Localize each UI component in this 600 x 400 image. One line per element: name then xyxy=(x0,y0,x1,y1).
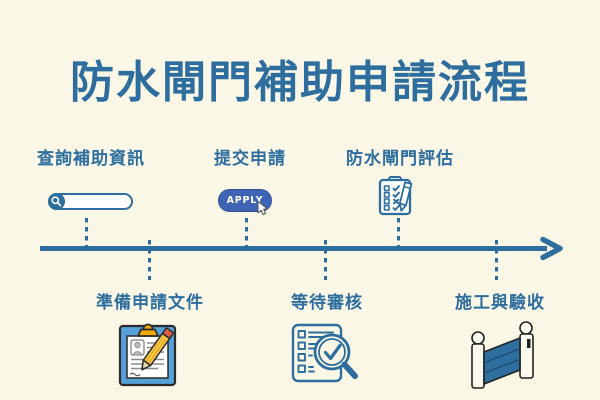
apply-button-label: APPLY xyxy=(226,195,264,206)
step3-label-submit-application: 提交申請 xyxy=(214,149,286,169)
step2-label-prepare-documents: 準備申請文件 xyxy=(96,293,204,313)
page-title: 防水閘門補助申請流程 xyxy=(70,57,530,108)
clipboard-pencil-icon xyxy=(118,323,177,387)
connector-dotted-line xyxy=(245,218,248,248)
connector-dotted-line xyxy=(85,218,88,248)
assessment-clipboard-icon xyxy=(378,176,413,216)
connector-dotted-line xyxy=(495,240,498,280)
checklist-magnifier-icon xyxy=(291,323,358,383)
search-bar-icon xyxy=(48,193,133,210)
connector-dotted-line xyxy=(397,218,400,248)
step5-label-floodgate-assessment: 防水閘門評估 xyxy=(346,149,454,169)
flood-gate-icon xyxy=(471,321,534,389)
connector-dotted-line xyxy=(324,240,327,280)
connector-dotted-line xyxy=(148,240,151,280)
timeline-arrow xyxy=(40,236,563,261)
step4-label-wait-review: 等待審核 xyxy=(291,293,363,313)
step1-label-query-subsidy-info: 查詢補助資訊 xyxy=(37,149,145,169)
search-icon xyxy=(48,193,65,210)
step6-label-construction-acceptance: 施工與驗收 xyxy=(455,293,545,313)
cursor-icon xyxy=(257,200,269,216)
